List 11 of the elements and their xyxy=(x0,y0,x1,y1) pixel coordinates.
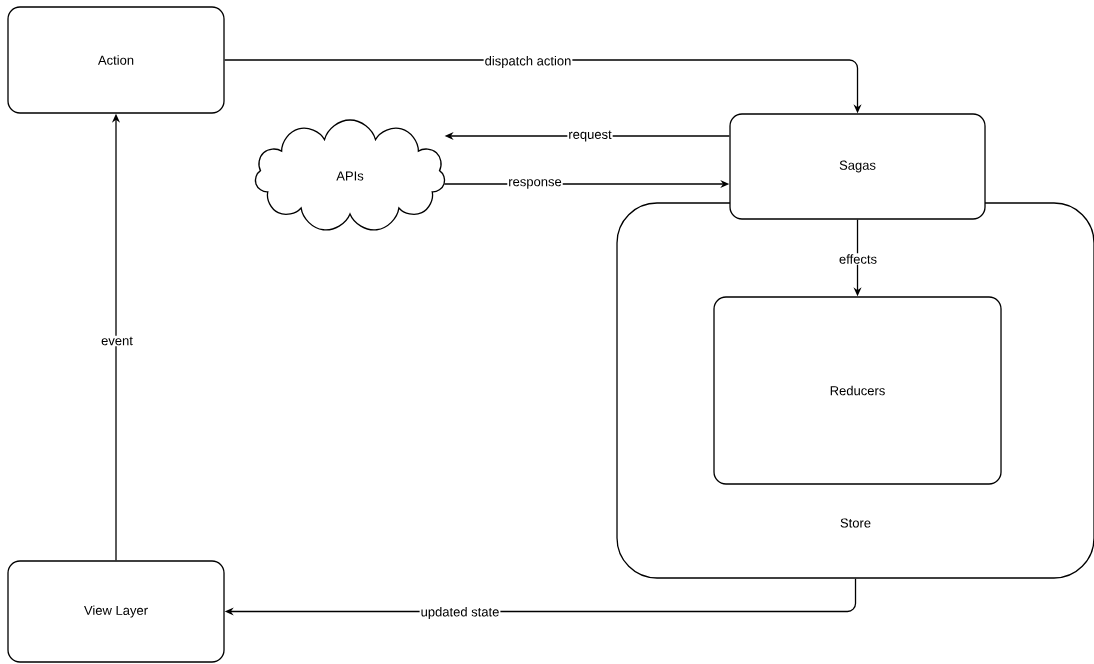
sagas-box: Sagas xyxy=(729,113,986,220)
action-box: Action xyxy=(7,6,225,114)
edge-label: request xyxy=(567,129,613,143)
edge-label: updated state xyxy=(419,605,501,621)
reducers-box: Reducers xyxy=(713,296,1002,485)
view-layer-box: View Layer xyxy=(7,560,225,663)
edge-label: effects xyxy=(838,253,879,265)
edge-label: response xyxy=(507,178,563,190)
edge-label: dispatch action xyxy=(483,54,573,70)
edge-label: event xyxy=(100,335,134,347)
api-cloud: APIs xyxy=(254,119,446,231)
